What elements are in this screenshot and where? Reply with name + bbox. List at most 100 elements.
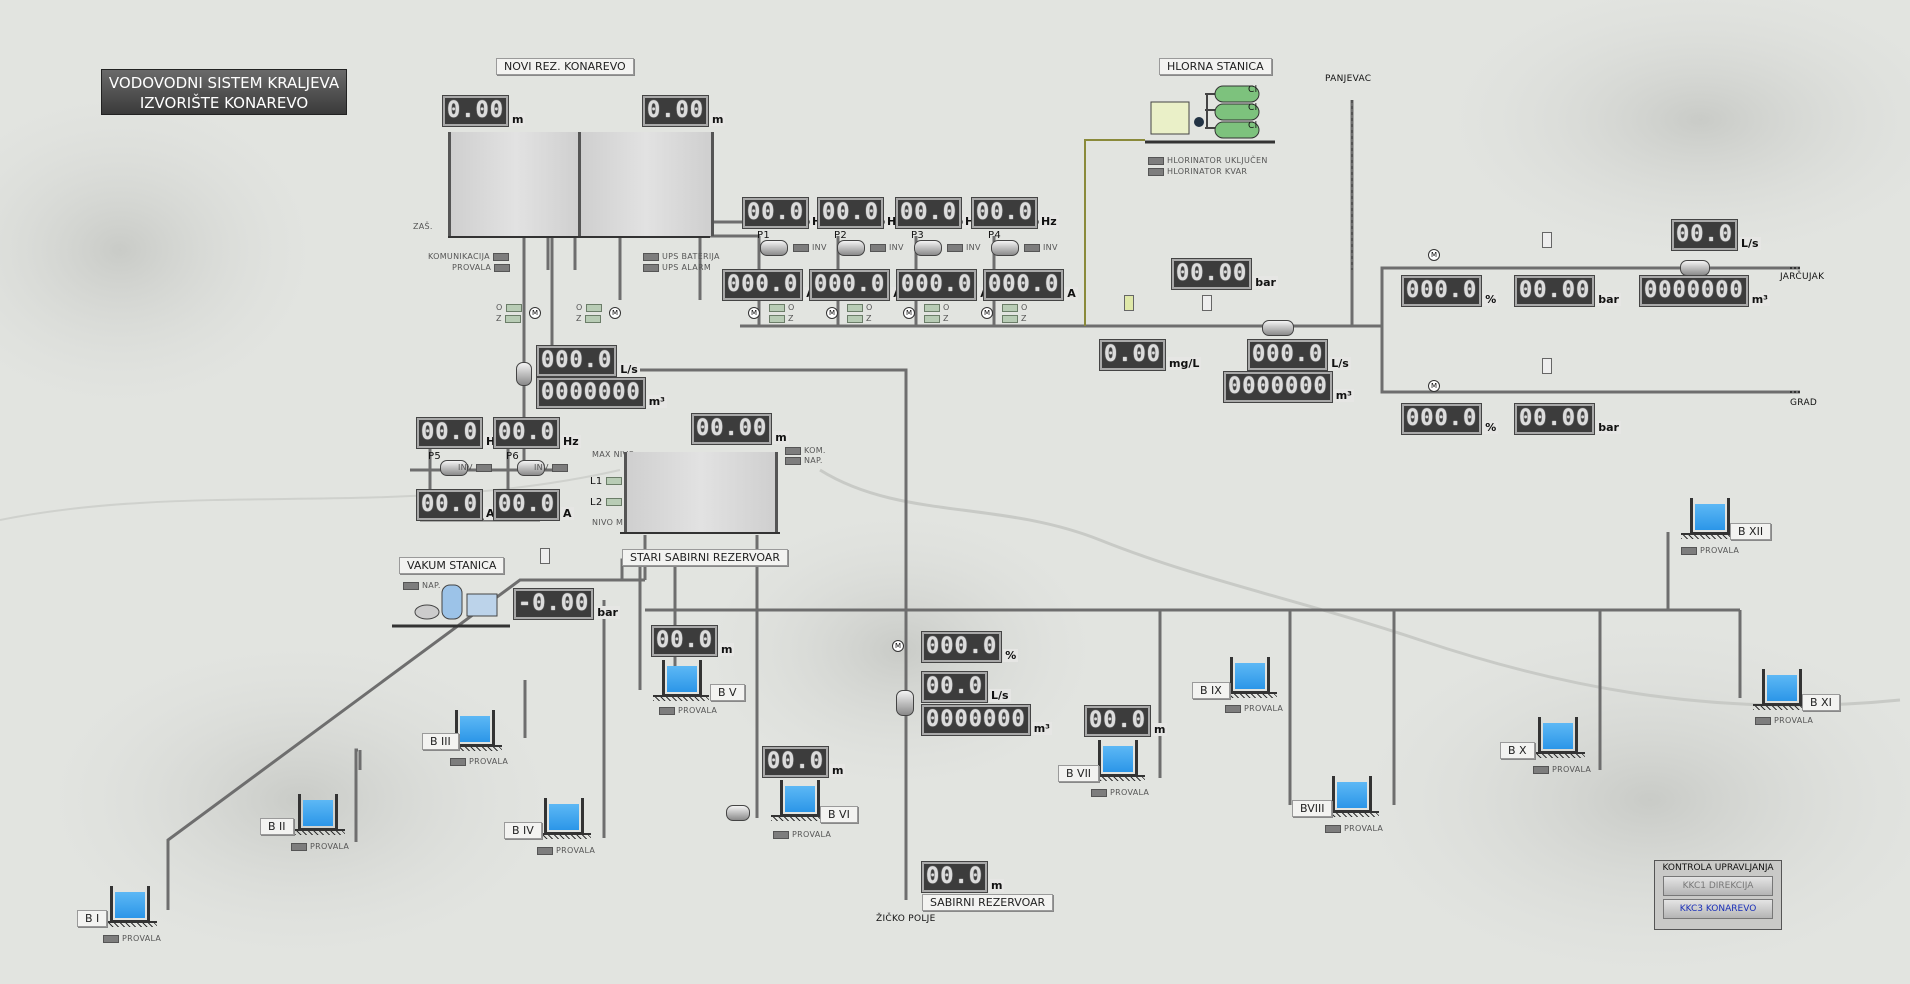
motor-valve-icon[interactable]: M (1428, 249, 1440, 261)
p4-label: P4 (988, 230, 1001, 241)
motor-valve-icon[interactable]: M (903, 307, 915, 319)
basin-b8-provala: PROVALA (1322, 824, 1383, 833)
basin-b4-provala: PROVALA (534, 846, 595, 855)
stari-kom: KOM. (782, 446, 826, 455)
pump-p5-icon[interactable] (440, 460, 468, 476)
basin-b6[interactable] (771, 780, 827, 821)
stari-rez-tank (624, 452, 778, 532)
basin-b11[interactable] (1753, 669, 1809, 710)
basin-b1-label: B I (77, 910, 108, 927)
pump-p1-icon[interactable] (760, 240, 788, 256)
valve2-closed: Z (576, 314, 604, 323)
system-title: VODOVODNI SISTEM KRALJEVA IZVORIŠTE KONA… (101, 69, 347, 115)
basin-b1-provala: PROVALA (100, 934, 161, 943)
label-sabirni-rez: SABIRNI REZERVOAR (922, 894, 1054, 911)
control-title: KONTROLA UPRAVLJANJA (1662, 863, 1774, 873)
p4-z: Z (999, 314, 1027, 323)
p4-inv: INV (1021, 243, 1058, 252)
pump-p6-icon[interactable] (517, 460, 545, 476)
ups-baterija-label: UPS BATERIJA (640, 252, 720, 261)
kkc3-konarevo-button[interactable]: KKC3 KONAREVO (1663, 899, 1773, 919)
label-jarcujak: JARČUJAK (1780, 272, 1825, 282)
p6-inv: INV (534, 463, 571, 472)
vakum-station-icon (392, 584, 510, 628)
p2-inv: INV (867, 243, 904, 252)
zicko-flowmeter-icon (896, 690, 914, 716)
label-novi-rez: NOVI REZ. KONAREVO (496, 58, 634, 75)
motor-valve-icon[interactable]: M (529, 307, 541, 319)
control-panel: KONTROLA UPRAVLJANJA KKC1 DIREKCIJA KKC3… (1654, 860, 1782, 930)
p3-hz-display: 00.0Hz (895, 197, 983, 229)
basin-b1[interactable] (101, 886, 157, 927)
motor-valve-icon[interactable]: M (1428, 380, 1440, 392)
basin-b2-provala: PROVALA (288, 842, 349, 851)
pump-p3-icon[interactable] (914, 240, 942, 256)
p1-hz-display: 00.0Hz (742, 197, 830, 229)
motor-valve-icon[interactable]: M (892, 640, 904, 652)
p1-amp-display: 000.0A (721, 269, 817, 301)
l2-indicator: L2 (590, 497, 625, 508)
zicko-pct-display: 000.0% (920, 631, 1019, 663)
basin-b10[interactable] (1529, 717, 1585, 758)
basin-b11-provala: PROVALA (1752, 716, 1813, 725)
basin-b9[interactable] (1221, 657, 1277, 698)
p1-label: P1 (757, 230, 770, 241)
cl-label-1: Cl (1248, 85, 1258, 95)
pump-p4-icon[interactable] (991, 240, 1019, 256)
p3-o: O (921, 303, 950, 312)
kkc1-direkcija-button[interactable]: KKC1 DIREKCIJA (1663, 876, 1773, 896)
basin-b9-label: B IX (1192, 682, 1230, 699)
p1-o: O (766, 303, 795, 312)
pressure-sensor-icon (540, 548, 550, 564)
basin-b3-provala: PROVALA (447, 757, 508, 766)
p2-o: O (844, 303, 873, 312)
p5-label: P5 (428, 451, 441, 462)
ground-line (448, 236, 710, 242)
p2-label: P2 (834, 230, 847, 241)
chlorine-station-icon (1145, 85, 1275, 144)
pump-b6-icon[interactable] (726, 805, 750, 821)
jarcujak-pct-display: 000.0% (1400, 275, 1499, 307)
p3-z: Z (921, 314, 949, 323)
basin-b5[interactable] (653, 660, 709, 701)
basin-b3[interactable] (446, 710, 502, 751)
p5-hz-display: 00.0Hz (416, 417, 504, 449)
motor-valve-icon[interactable]: M (748, 307, 760, 319)
komunikacija-label: KOMUNIKACIJA (428, 252, 512, 261)
basin-b8-label: BVIII (1292, 800, 1333, 817)
motor-valve-icon[interactable]: M (609, 307, 621, 319)
basin-b4[interactable] (535, 798, 591, 839)
valve1-closed: Z (496, 314, 524, 323)
p2-z: Z (844, 314, 872, 323)
pressure-sensor-icon (1202, 295, 1212, 311)
p3-inv: INV (944, 243, 981, 252)
stari-nap: NAP. (782, 456, 823, 465)
vakum-nap: NAP. (400, 581, 441, 590)
motor-valve-icon[interactable]: M (826, 307, 838, 319)
p6-label: P6 (506, 451, 519, 462)
pump-p2-icon[interactable] (837, 240, 865, 256)
label-zicko: ŽIČKO POLJE (876, 914, 936, 924)
motor-valve-icon[interactable]: M (981, 307, 993, 319)
flowmeter-icon (516, 362, 532, 386)
basin-b7[interactable] (1089, 740, 1145, 781)
basin-b12[interactable] (1681, 498, 1737, 539)
pressure-sensor-icon (1542, 358, 1552, 374)
basin-b2[interactable] (289, 794, 345, 835)
basin-b8[interactable] (1323, 776, 1379, 817)
